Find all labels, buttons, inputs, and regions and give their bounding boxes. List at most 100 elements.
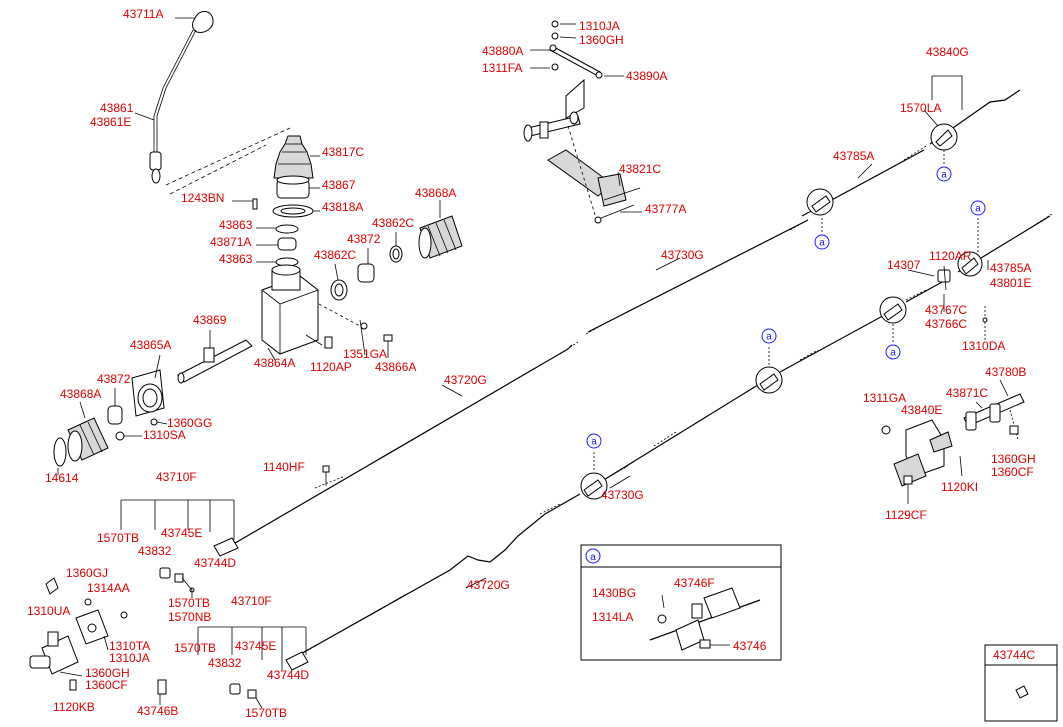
part-label-14614: 14614	[45, 471, 79, 485]
part-label-43710f: 43710F	[156, 470, 197, 484]
part-label-1570tb: 1570TB	[245, 706, 287, 720]
part-label-1351ga: 1351GA	[343, 347, 387, 361]
part-label-1243bn: 1243BN	[181, 191, 224, 205]
part-label-43866a: 43866A	[375, 360, 416, 374]
part-label-43862c: 43862C	[372, 216, 414, 230]
part-label-43730g: 43730G	[661, 248, 704, 262]
part-label-43818a: 43818A	[322, 200, 363, 214]
part-label-43766c: 43766C	[925, 317, 967, 331]
part-label-43832: 43832	[208, 656, 242, 670]
reference-marker-circle	[885, 344, 901, 360]
part-label-1430bg: 1430BG	[592, 586, 636, 600]
bracket-43710F-lower	[197, 626, 309, 709]
cable-43720G-upper	[217, 341, 579, 554]
part-label-43720g: 43720G	[444, 373, 487, 387]
part-label-1360cf: 1360CF	[991, 465, 1034, 479]
reference-marker-label: a	[890, 348, 896, 359]
part-label-43869: 43869	[193, 313, 227, 327]
part-label-43767c: 43767C	[925, 303, 967, 317]
part-label-43871c: 43871C	[946, 386, 988, 400]
part-label-43867: 43867	[322, 178, 356, 192]
part-label-43744c: 43744C	[993, 648, 1035, 662]
part-label-43746: 43746	[733, 639, 767, 653]
part-label-43746b: 43746B	[137, 704, 178, 718]
part-label-1311ga: 1311GA	[863, 391, 906, 405]
part-label-43862c: 43862C	[314, 248, 356, 262]
reference-marker-circle	[814, 234, 830, 250]
seal-group-upper	[330, 200, 463, 301]
part-label-1310ja: 1310JA	[579, 19, 620, 33]
bracket-43710F-upper	[120, 465, 330, 598]
part-label-1120kb: 1120KB	[53, 700, 95, 714]
part-label-1570tb: 1570TB	[174, 641, 216, 655]
part-label-1310ta: 1310TA	[109, 639, 150, 653]
seal-group-lower	[53, 354, 168, 475]
reference-marker-label: a	[591, 437, 597, 448]
part-label-1310ua: 1310UA	[27, 604, 70, 618]
part-label-43780b: 43780B	[985, 365, 1026, 379]
detail-box-43744C	[984, 644, 1058, 722]
part-label-43710f: 43710F	[231, 594, 272, 608]
part-label-43880a: 43880A	[482, 44, 523, 58]
right-bracket-group	[881, 379, 1025, 504]
part-label-43785a: 43785A	[990, 261, 1031, 275]
reference-marker-circle	[936, 166, 952, 182]
part-label-1310sa: 1310SA	[143, 428, 186, 442]
part-label-43817c: 43817C	[322, 145, 364, 159]
part-label-1360gh: 1360GH	[85, 666, 130, 680]
part-label-43890a: 43890A	[626, 69, 667, 83]
part-label-1314la: 1314LA	[592, 610, 633, 624]
part-label-43840g: 43840G	[926, 45, 969, 59]
part-label-43865a: 43865A	[130, 338, 171, 352]
part-label-43745e: 43745E	[235, 639, 276, 653]
part-label-1314aa: 1314AA	[87, 581, 130, 595]
reference-marker-label: a	[975, 204, 981, 215]
part-label-1570la: 1570LA	[900, 101, 941, 115]
cable-43720G-lower	[289, 493, 581, 661]
rod-43840G	[923, 75, 1021, 164]
reference-marker-circle	[970, 200, 986, 216]
part-label-43720g: 43720G	[467, 578, 510, 592]
part-label-43801e: 43801E	[990, 276, 1031, 290]
part-labels: 43711A4386143861E43817C438671243BN43818A…	[27, 7, 1036, 720]
part-label-1360gj: 1360GJ	[66, 566, 108, 580]
part-label-43863: 43863	[219, 252, 253, 266]
shift-lever	[134, 11, 291, 195]
lower-left-fittings	[29, 577, 167, 705]
part-label-43730g: 43730G	[601, 488, 644, 502]
part-label-43711a: 43711A	[123, 7, 163, 21]
part-label-43744d: 43744D	[267, 668, 309, 682]
part-label-43777a: 43777A	[645, 202, 686, 216]
part-label-1360cf: 1360CF	[85, 678, 128, 692]
reference-marker-label: a	[941, 170, 947, 181]
part-label-43872: 43872	[347, 232, 381, 246]
cable-43730G-lower	[580, 347, 783, 500]
part-label-1129cf: 1129CF	[885, 508, 927, 522]
detail-box-title-marker: a	[590, 552, 596, 563]
bracket-housing	[261, 264, 393, 361]
reference-marker-circle	[586, 433, 602, 449]
boot-stack	[232, 135, 320, 267]
part-label-43863: 43863	[219, 218, 253, 232]
part-label-43864a: 43864A	[254, 356, 295, 370]
part-label-43840e: 43840E	[901, 403, 942, 417]
part-label-1120ar: 1120AR	[929, 249, 972, 263]
upper-linkage	[523, 20, 642, 224]
part-label-14307: 14307	[887, 258, 921, 272]
part-label-1120ki: 1120KI	[941, 480, 978, 494]
part-label-1360gh: 1360GH	[991, 452, 1036, 466]
part-label-43861: 43861	[100, 101, 134, 115]
part-label-43744d: 43744D	[194, 556, 236, 570]
cable-43730G-upper	[585, 219, 809, 335]
cable-lower-right	[779, 281, 943, 373]
part-label-43821c: 43821C	[619, 162, 661, 176]
detail-box-a	[580, 544, 782, 661]
part-label-43832: 43832	[138, 544, 172, 558]
part-label-43872: 43872	[97, 372, 131, 386]
part-label-43868a: 43868A	[415, 186, 456, 200]
selector-rod	[177, 330, 253, 384]
part-label-1120ap: 1120AP	[310, 360, 352, 374]
part-label-1360gh: 1360GH	[579, 33, 624, 47]
